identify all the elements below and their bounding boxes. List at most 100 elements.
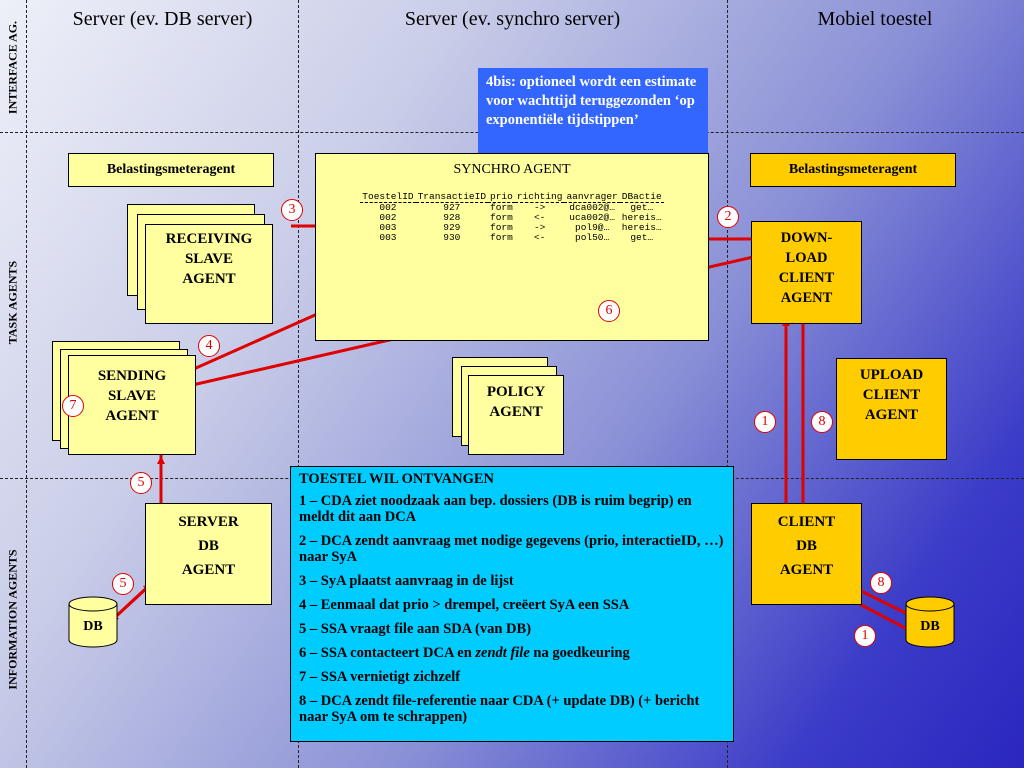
table-row: 003 929 form -> pol9@… hereis… [360, 223, 663, 233]
table-cell: uca002@… [569, 212, 615, 223]
table-cell: pol9@… [575, 222, 610, 233]
table-cell: 927 [443, 202, 461, 213]
policy-agent: POLICY AGENT [468, 375, 564, 455]
step-marker-3: 3 [281, 199, 303, 221]
col-header: prio [488, 191, 515, 203]
receiving-slave-line: AGENT [182, 271, 236, 287]
table-row: 002 927 form -> dca002@… get… [360, 203, 663, 214]
upload-client-line: CLIENT [862, 387, 921, 403]
table-cell: 930 [443, 232, 461, 243]
col-header: DBactie [619, 191, 664, 203]
table-cell: -> [533, 202, 546, 213]
upload-client-agent: UPLOAD CLIENT AGENT [836, 358, 947, 460]
table-header-row: ToestelID TransactieID prio richting aan… [360, 191, 664, 203]
table-cell: hereis… [621, 222, 662, 233]
column-title-db-server: Server (ev. DB server) [72, 8, 253, 30]
step-marker-7: 7 [62, 395, 84, 417]
client-db-line: DB [796, 538, 817, 554]
step-item: 4 – Eenmaal dat prio > drempel, creëert … [299, 597, 630, 613]
step-marker-2: 2 [717, 206, 739, 228]
step-item: 6 – SSA contacteert DCA en zendt file na… [299, 645, 725, 661]
policy-agent-line: AGENT [489, 404, 543, 420]
table-cell: 929 [443, 222, 461, 233]
policy-agent-line: POLICY [486, 384, 546, 400]
transaction-queue-table: ToestelID TransactieID prio richting aan… [360, 191, 664, 243]
load-meter-agent-left: Belastingsmeteragent [68, 153, 274, 187]
table-cell: dca002@… [569, 202, 615, 213]
column-title-mobile: Mobiel toestel [817, 8, 933, 30]
database-label-right: DB [920, 619, 940, 634]
database-label-left: DB [83, 619, 103, 634]
table-cell: form [490, 232, 513, 243]
step-marker-1a: 1 [754, 411, 776, 433]
table-cell: get… [630, 202, 654, 213]
table-cell: hereis… [621, 212, 662, 223]
server-db-agent: SERVER DB AGENT [145, 503, 272, 605]
col-header: ToestelID [360, 191, 416, 203]
synchro-agent: SYNCHRO AGENT ToestelID TransactieID pri… [315, 153, 709, 341]
step-marker-4: 4 [198, 335, 220, 357]
step-marker-5b: 5 [112, 573, 134, 595]
table-cell: get… [630, 232, 654, 243]
step-item: 7 – SSA vernietigt zichzelf [299, 669, 461, 685]
database-icon-right [905, 596, 955, 648]
steps-title: TOESTEL WIL ONTVANGEN [299, 471, 495, 487]
database-icon-left [68, 596, 118, 648]
download-client-line: AGENT [780, 290, 833, 306]
arrow-5-db-back [110, 583, 152, 622]
step-item: 1 – CDA ziet noodzaak aan bep. dossiers … [299, 493, 692, 525]
arrow-4 [185, 305, 334, 374]
download-client-agent: DOWN- LOAD CLIENT AGENT [751, 221, 862, 324]
step-marker-8b: 8 [870, 572, 892, 594]
table-cell: pol50… [575, 232, 610, 243]
table-cell: form [490, 202, 513, 213]
download-client-line: LOAD [785, 250, 828, 266]
column-divider-1 [298, 0, 299, 768]
column-title-synchro-server: Server (ev. synchro server) [404, 8, 621, 30]
step-marker-5a: 5 [130, 472, 152, 494]
row-label-divider [26, 0, 27, 768]
client-db-agent: CLIENT DB AGENT [751, 503, 862, 605]
sending-slave-line: AGENT [105, 408, 159, 424]
client-db-line: AGENT [779, 562, 834, 578]
step-item: 3 – SyA plaatst aanvraag in de lijst [299, 573, 514, 589]
table-cell: form [490, 222, 513, 233]
table-cell: <- [533, 232, 546, 243]
table-cell: <- [533, 212, 546, 223]
table-cell: 003 [379, 232, 397, 243]
upload-client-line: UPLOAD [859, 367, 924, 383]
load-meter-agent-right: Belastingsmeteragent [750, 153, 956, 187]
step-marker-8a: 8 [811, 411, 833, 433]
server-db-line: DB [198, 538, 219, 554]
download-client-line: DOWN- [780, 230, 833, 246]
column-divider-2 [727, 0, 728, 768]
server-db-line: AGENT [181, 562, 236, 578]
table-cell: 002 [379, 212, 397, 223]
receiving-slave-line: SLAVE [184, 251, 234, 267]
table-row: 002 928 form <- uca002@… hereis… [360, 213, 663, 223]
upload-client-line: AGENT [864, 407, 919, 423]
col-header: aanvrager [564, 191, 620, 203]
sending-slave-line: SENDING [97, 368, 167, 384]
sending-slave-agent: SENDING SLAVE AGENT [68, 355, 196, 455]
col-header: richting [514, 191, 565, 203]
step-item: 8 – DCA zendt file-referentie naar CDA (… [299, 693, 700, 725]
step-marker-1b: 1 [854, 625, 876, 647]
client-db-line: CLIENT [777, 514, 836, 530]
sending-slave-line: SLAVE [107, 388, 157, 404]
step-6-emphasis: zendt file [475, 645, 530, 661]
steps-panel: TOESTEL WIL ONTVANGEN 1 – CDA ziet noodz… [290, 466, 734, 742]
table-cell: 003 [379, 222, 397, 233]
table-cell: 002 [379, 202, 397, 213]
table-cell: form [490, 212, 513, 223]
step-item: 2 – DCA zendt aanvraag met nodige gegeve… [299, 533, 724, 565]
receiving-slave-agent: RECEIVING SLAVE AGENT [145, 224, 273, 324]
step-item: 5 – SSA vraagt file aan SDA (van DB) [299, 621, 532, 637]
synchro-agent-title: SYNCHRO AGENT [453, 162, 571, 177]
server-db-line: SERVER [178, 514, 239, 530]
receiving-slave-line: RECEIVING [165, 231, 253, 247]
col-header: TransactieID [415, 191, 489, 203]
step-6-prefix: 6 – SSA contacteert DCA en [299, 645, 476, 661]
table-row: 003 930 form <- pol50… get… [360, 233, 663, 243]
step-marker-6: 6 [598, 300, 620, 322]
